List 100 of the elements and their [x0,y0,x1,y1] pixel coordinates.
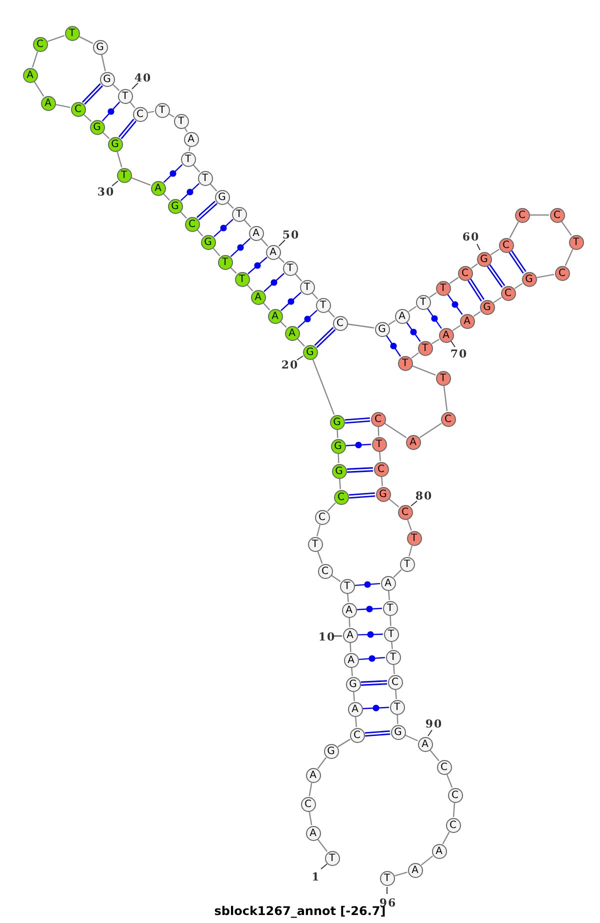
backbone-line [412,365,436,376]
nucleotide-circle: C [388,674,402,690]
backbone-line [388,590,390,600]
nucleotide-circle: T [380,870,394,886]
nucleotide-circle: C [184,216,200,232]
backbone-line [317,757,327,769]
nucleotide-circle: A [268,308,282,324]
backbone-line [509,222,519,238]
position-number: 60 [462,230,480,244]
backbone-line [493,296,502,304]
backbone-line [180,211,187,219]
nucleotide-circle: C [70,102,86,116]
nucleotide-circle: T [390,700,404,714]
backbone-line [395,690,397,700]
backbone-line [420,856,434,866]
backbone-line [312,292,318,300]
nucleotide-circle: G [480,300,494,314]
base-pair-line [362,704,390,712]
base-pair-line [354,581,380,588]
nucleotide-circle: A [344,652,358,668]
backbone-line [536,274,554,278]
base-pair-line [280,292,302,312]
nucleotide-circle: A [432,844,446,858]
nucleotide-circle: T [300,280,314,294]
backbone-line [348,618,350,628]
nucleotide-circle: A [380,576,396,590]
nucleotide-circle: T [384,626,398,642]
nucleotide-circle: A [438,328,454,342]
base-pair-line [102,102,120,122]
backbone-line [443,386,448,412]
backbone-line [102,132,110,139]
nucleotide-circle: A [342,628,358,642]
base-pair-line [468,278,484,302]
backbone-line [408,546,412,556]
backbone-line [130,102,136,108]
backbone-line [419,422,442,438]
base-pair-line [196,200,218,220]
nucleotide-circle: T [154,102,170,118]
nucleotide-circle: T [232,206,246,222]
backbone-line [262,302,270,310]
base-pair-line [358,631,384,638]
nucleotide-circle: T [316,298,330,312]
nucleotide-circle: G [200,234,216,250]
backbone-line [210,184,218,192]
position-number: 50 [282,228,300,242]
backbone-line [244,220,252,228]
backbone-line [355,716,357,728]
backbone-line [471,263,478,269]
backbone-line [83,114,92,122]
nucleotide-circle: C [514,208,530,222]
nucleotide-circle: C [550,208,564,222]
backbone-line [184,128,188,132]
backbone-line [394,872,408,876]
backbone-line [411,352,419,359]
nucleotide-circle: C [300,796,316,812]
backbone-line [212,248,220,256]
backbone-line [338,738,350,748]
backbone-line [449,277,459,284]
backbone-line [56,104,70,108]
backbone-line [564,249,574,266]
backbone-line [32,51,38,68]
base-pair-line [406,322,421,342]
backbone-line [347,594,349,602]
backbone-line [446,774,453,788]
nucleotide-circle: G [390,724,406,740]
base-pair-line [486,264,506,288]
base-pair-line [214,218,234,238]
nucleotide-circle: C [554,266,570,280]
nucleotide-circle: G [346,676,360,692]
nucleotide-circle: A [348,702,362,716]
backbone-line [338,454,340,464]
backbone-line [163,193,170,201]
nucleotide-circle: T [198,170,212,186]
nucleotide-circle: C [458,266,472,280]
position-number: 80 [415,490,433,502]
backbone-line [78,36,94,44]
nucleotide-circle: T [568,234,584,250]
backbone-line [381,476,383,486]
nucleotide-circle: T [180,152,196,166]
backbone-line [34,81,44,97]
nucleotide-circle: C [436,760,452,774]
backbone-line [396,714,398,724]
base-pair-line [360,680,388,686]
backbone-line [47,35,65,42]
base-pair-line [180,183,200,201]
nucleotide-circle: T [372,436,386,452]
nucleotide-circle: T [174,114,188,128]
base-pair-line [356,606,382,612]
nucleotide-circle: T [324,850,340,866]
backbone-line [379,452,381,462]
nucleotide-circle: A [284,326,300,340]
nucleotide-circle: T [118,88,132,104]
backbone-line [473,311,481,317]
nucleotide-circle: A [406,434,420,450]
nucleotide-circle: G [90,120,104,134]
nucleotide-circle: T [64,26,80,40]
nucleotide-circle: A [306,826,320,840]
backbone-line [101,54,106,72]
nucleotide-circle: T [382,600,398,616]
nucleotide-circle: G [108,136,122,152]
